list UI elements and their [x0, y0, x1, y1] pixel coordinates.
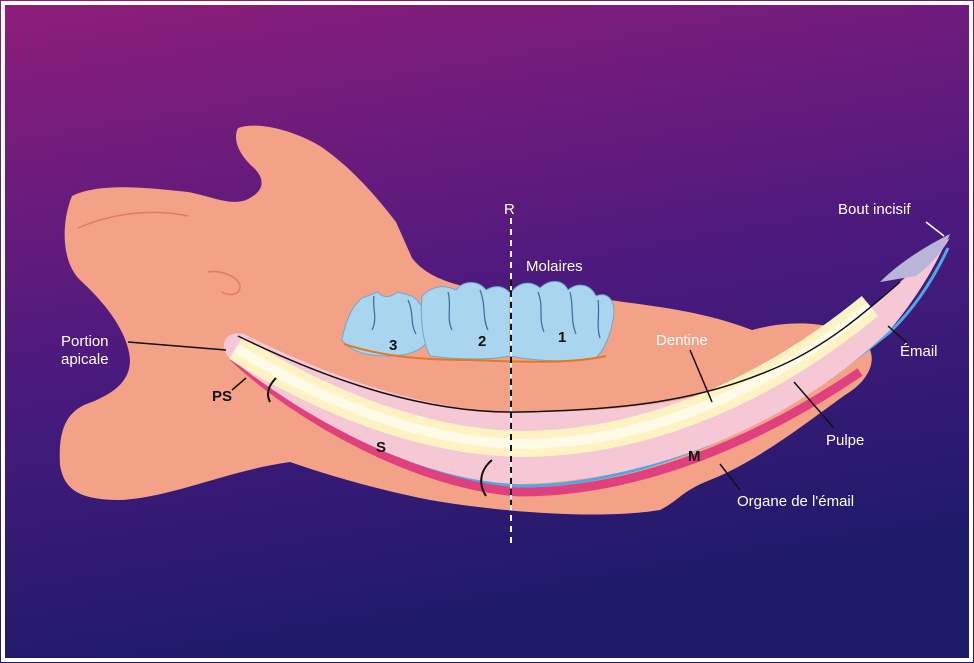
label-molaires: Molaires	[526, 258, 583, 275]
label-pulpe: Pulpe	[826, 432, 864, 449]
molar-number-3: 3	[389, 337, 397, 354]
label-portion-apicale-1: Portion	[61, 333, 109, 350]
label-portion-apicale-2: apicale	[61, 351, 109, 368]
molar-2	[421, 283, 514, 360]
label-email: Émail	[900, 343, 938, 360]
label-bout-incisif: Bout incisif	[838, 201, 911, 218]
label-r: R	[504, 201, 515, 218]
label-s: S	[376, 439, 386, 456]
label-ps: PS	[212, 388, 232, 405]
label-organe-email: Organe de l'émail	[737, 493, 854, 510]
molar-number-2: 2	[478, 333, 486, 350]
molar-number-1: 1	[558, 329, 566, 346]
label-m: M	[688, 448, 701, 465]
label-dentine: Dentine	[656, 332, 708, 349]
